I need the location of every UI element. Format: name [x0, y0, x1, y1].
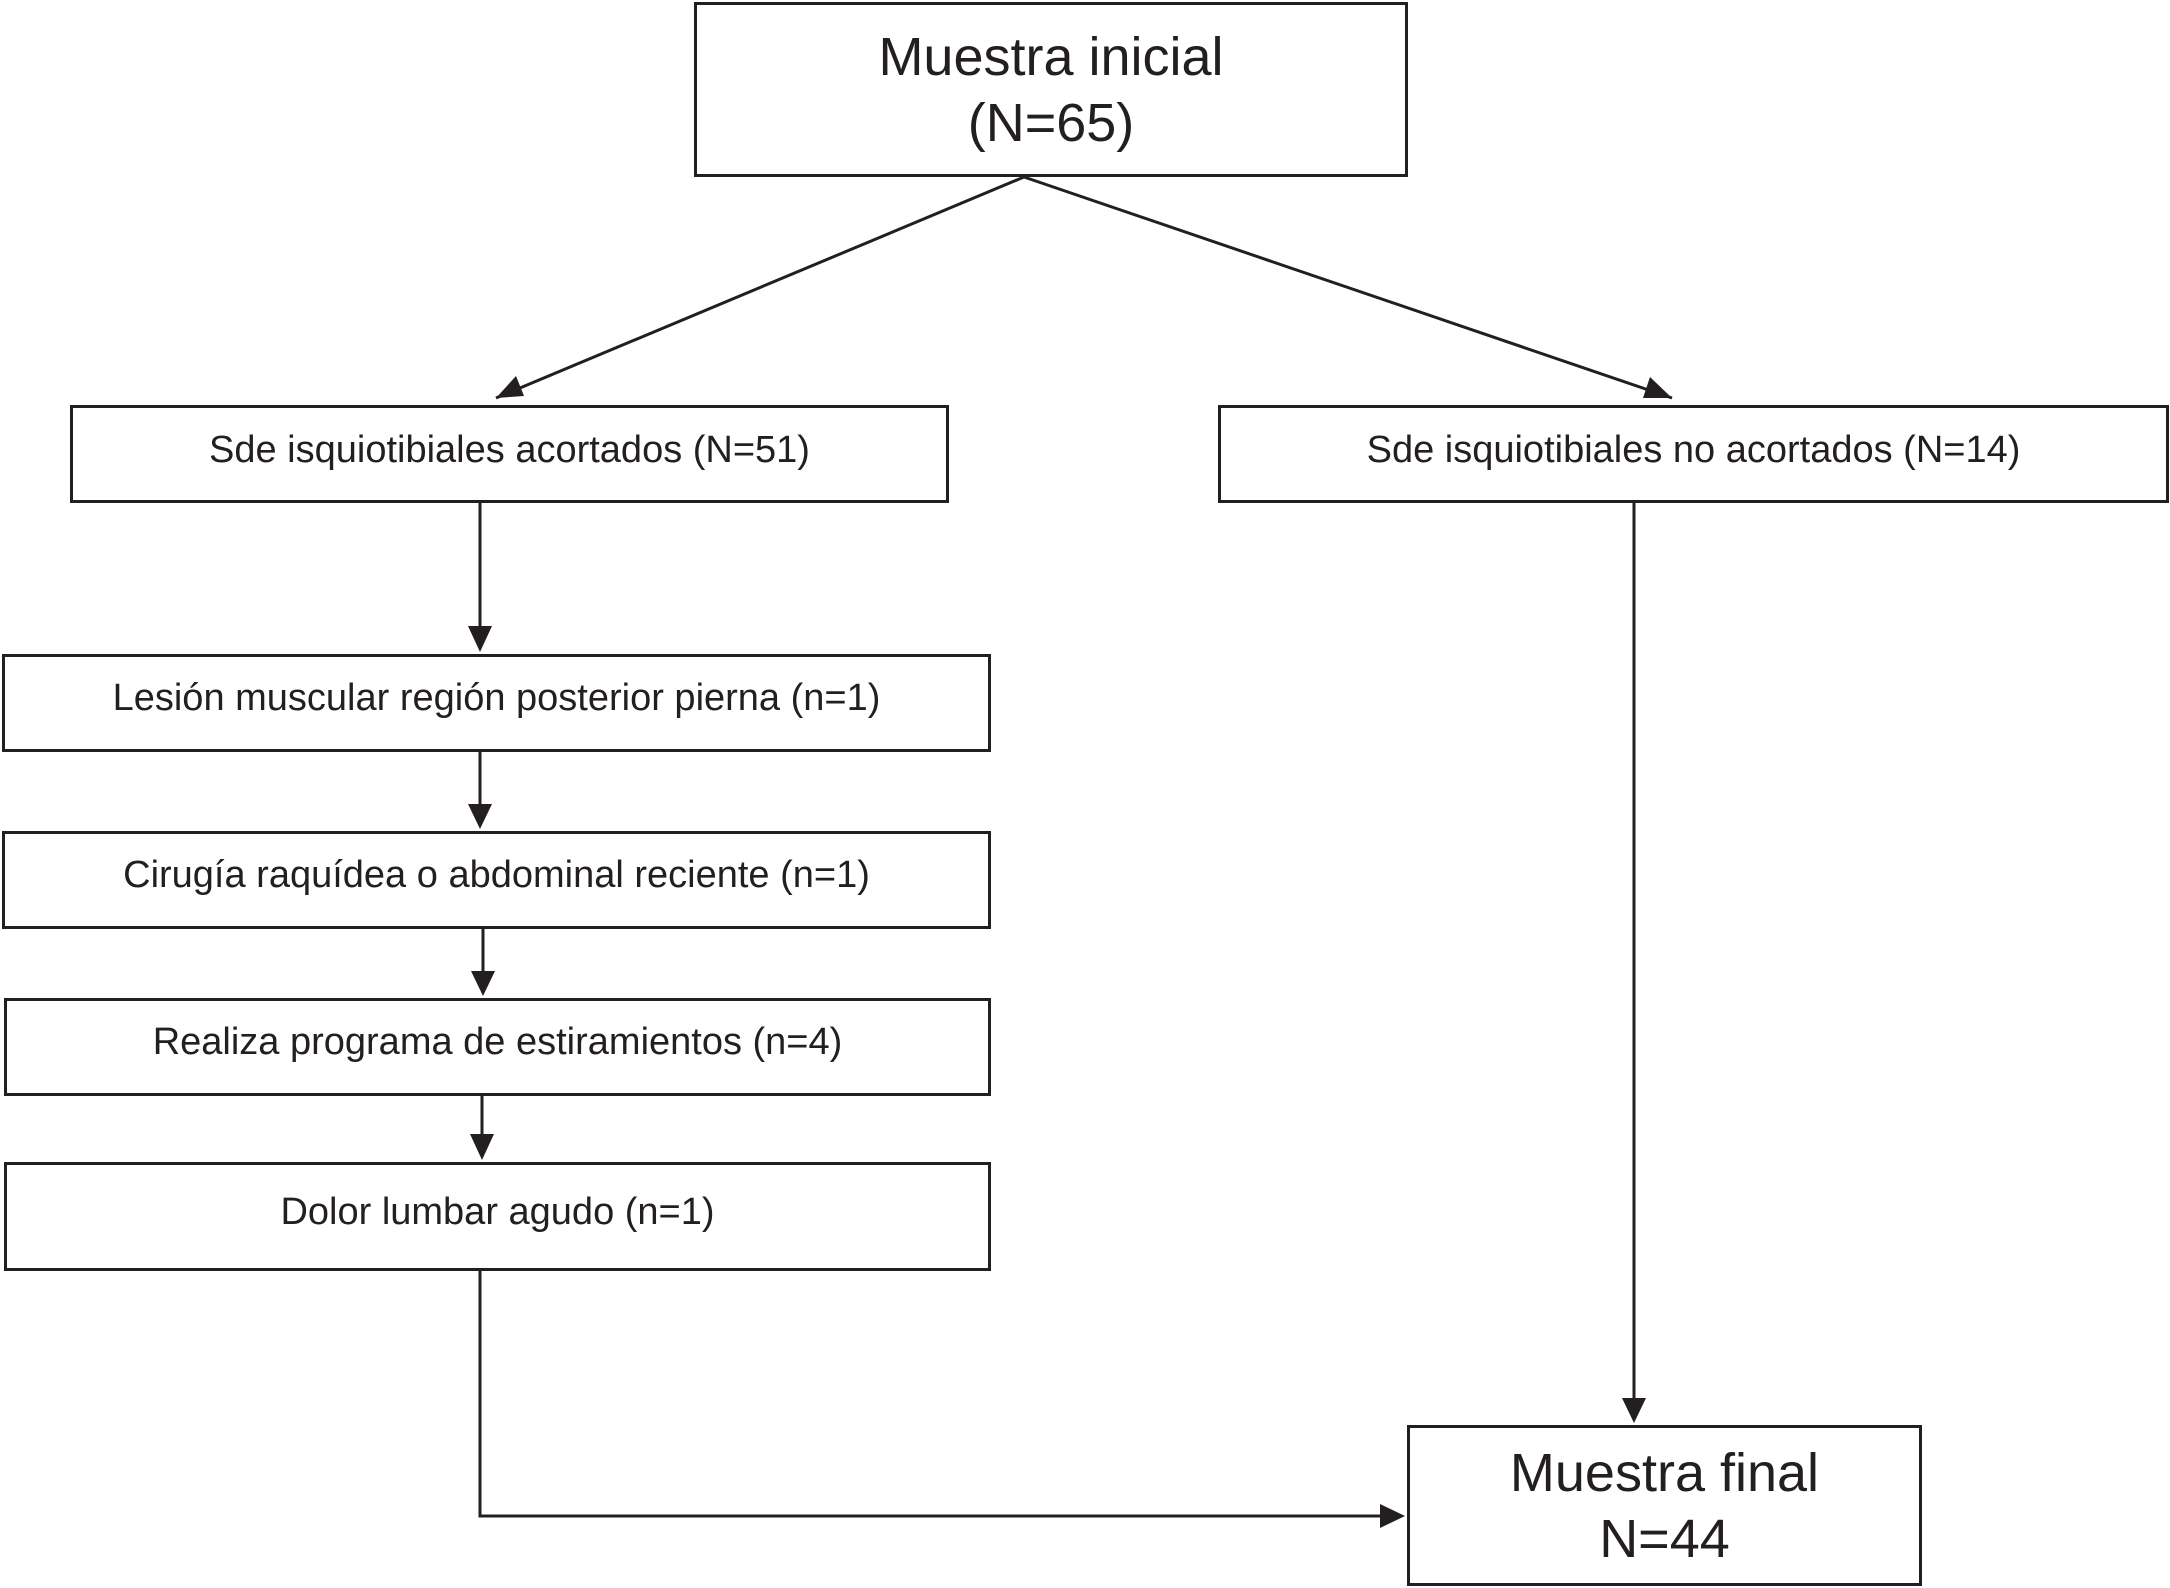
arrow-pain-to-final: [478, 1271, 1382, 1518]
exclusion-label: Dolor lumbar agudo (n=1): [280, 1190, 715, 1233]
shortened-group-label: Sde isquiotibiales acortados (N=51): [209, 429, 810, 471]
arrowhead-pain: [470, 1134, 494, 1160]
not-shortened-group-label: Sde isquiotibiales no acortados (N=14): [1366, 429, 2021, 471]
initial-sample-title: Muestra inicial: [878, 26, 1224, 87]
initial-sample-box: Muestra inicial (N=65): [694, 2, 1408, 177]
not-shortened-group-box: Sde isquiotibiales no acortados (N=14): [1218, 405, 2169, 503]
arrow-initial-to-not-shortened: [1023, 175, 1673, 400]
exclusion-label: Lesión muscular región posterior pierna …: [112, 677, 881, 719]
final-sample-count: N=44: [1599, 1508, 1730, 1569]
exclusion-box-stretching-program: Realiza programa de estiramientos (n=4): [4, 998, 991, 1096]
arrow-initial-to-shortened: [495, 175, 1025, 400]
exclusion-label: Realiza programa de estiramientos (n=4): [152, 1021, 843, 1063]
arrowhead-shortened: [496, 376, 524, 398]
final-sample-box: Muestra final N=44: [1407, 1425, 1922, 1586]
exclusion-box-muscle-injury: Lesión muscular región posterior pierna …: [2, 654, 991, 752]
arrowhead-not-shortened: [1643, 377, 1672, 398]
final-sample-title: Muestra final: [1509, 1442, 1820, 1503]
arrowhead-final-top: [1622, 1398, 1646, 1423]
arrowhead-final-left: [1380, 1504, 1405, 1528]
exclusion-box-acute-low-back-pain: Dolor lumbar agudo (n=1): [4, 1162, 991, 1271]
exclusion-box-recent-surgery: Cirugía raquídea o abdominal reciente (n…: [2, 831, 991, 929]
arrowhead-surgery: [468, 804, 492, 829]
arrowhead-stretch: [471, 971, 495, 996]
arrowhead-lesion: [468, 626, 492, 652]
exclusion-label: Cirugía raquídea o abdominal reciente (n…: [123, 854, 870, 896]
initial-sample-count: (N=65): [967, 92, 1135, 153]
shortened-group-box: Sde isquiotibiales acortados (N=51): [70, 405, 949, 503]
